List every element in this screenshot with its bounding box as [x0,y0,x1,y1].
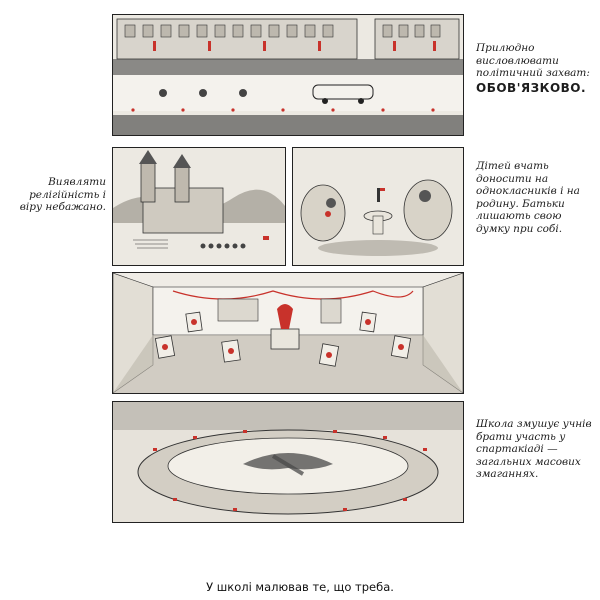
mandatory-stamp: ОБОВ'ЯЗКОВО. [476,80,587,95]
church-panel [112,147,286,266]
stadium-panel [112,401,464,523]
parade-illustration [113,15,463,135]
caption-religion: Виявляти релігійність і віру небажано. [19,176,106,213]
art-class-panel [112,272,464,394]
caption-political-enthusiasm: Прилюдно висловлювати політичний захват:… [476,42,591,94]
page-footer-text: У школі малював те, що треба. [206,580,394,594]
stadium-illustration [113,402,463,522]
caption-informants: Дітей вчать доносити на однокласників і … [476,160,580,235]
church-illustration [113,148,285,265]
art-class-illustration [113,273,463,393]
living-room-panel [292,147,464,266]
caption-spartakiad: Школа змушує учнів брати участь у спарта… [476,418,592,480]
living-room-illustration [293,148,463,265]
caption-text: Прилюдно висловлювати політичний захват: [476,42,590,79]
parade-panel [112,14,464,136]
